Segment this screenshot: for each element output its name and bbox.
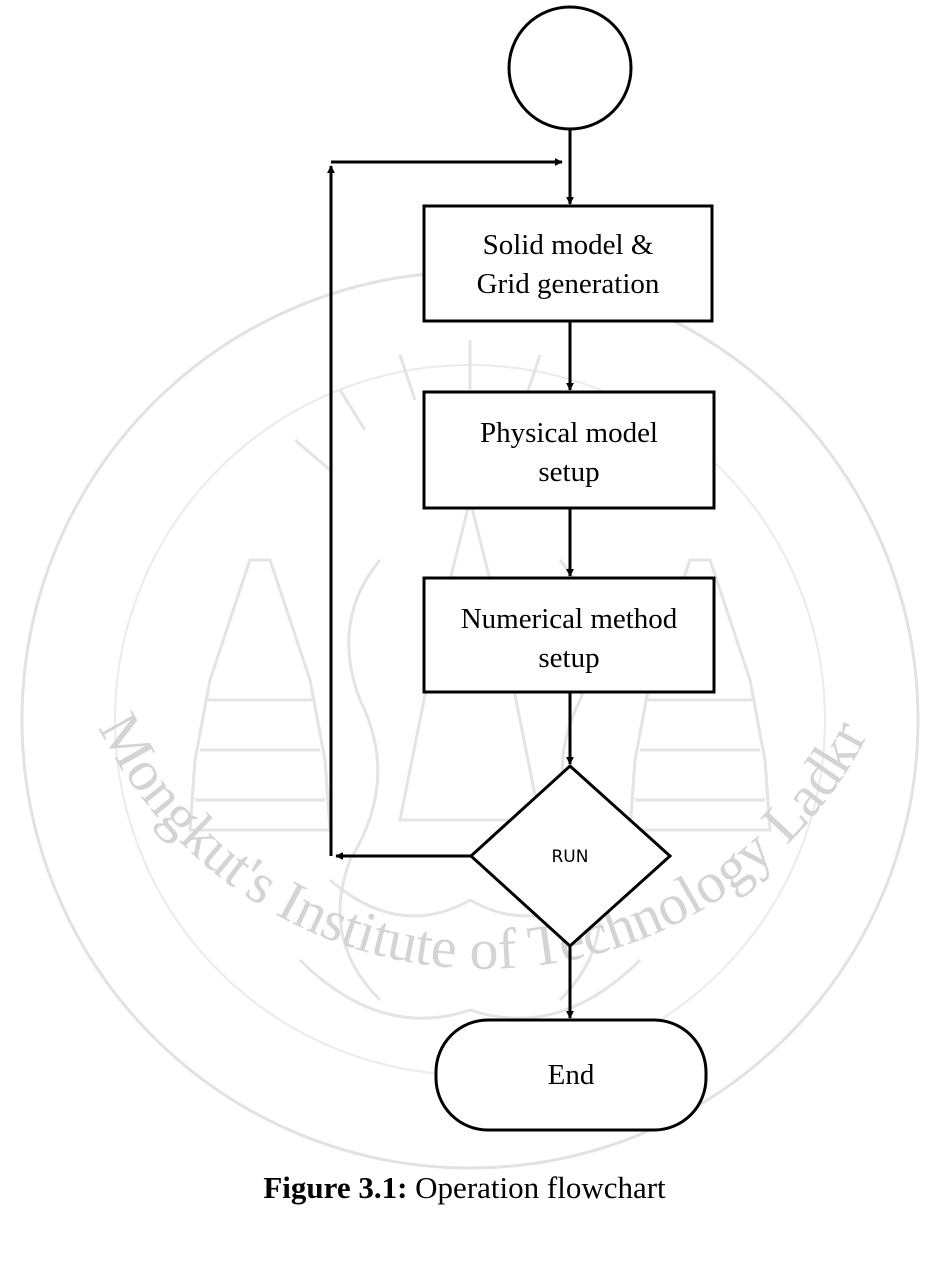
step-numerical-method-line-1: Numerical method bbox=[461, 603, 678, 635]
end-terminator bbox=[434, 1018, 708, 1132]
step-physical-model-line-2: setup bbox=[538, 456, 599, 488]
decision-run-label: RUN bbox=[552, 847, 589, 867]
end-label: End bbox=[548, 1059, 595, 1091]
step-numerical-method-box bbox=[422, 576, 716, 694]
figure-caption-label: Figure 3.1: bbox=[263, 1170, 408, 1205]
flowchart: Solid model & Grid generation Physical m… bbox=[327, 5, 716, 1132]
step-solid-model-line-2: Grid generation bbox=[477, 268, 660, 300]
figure-caption: Figure 3.1: Operation flowchart bbox=[0, 1170, 929, 1206]
step-numerical-method-line-2: setup bbox=[538, 642, 599, 674]
step-physical-model-box bbox=[422, 390, 716, 510]
step-solid-model-box bbox=[422, 204, 714, 323]
step-solid-model-line-1: Solid model & bbox=[483, 229, 654, 261]
figure-caption-text: Operation flowchart bbox=[415, 1170, 666, 1205]
step-physical-model-line-1: Physical model bbox=[480, 417, 658, 449]
start-connector bbox=[507, 5, 633, 131]
